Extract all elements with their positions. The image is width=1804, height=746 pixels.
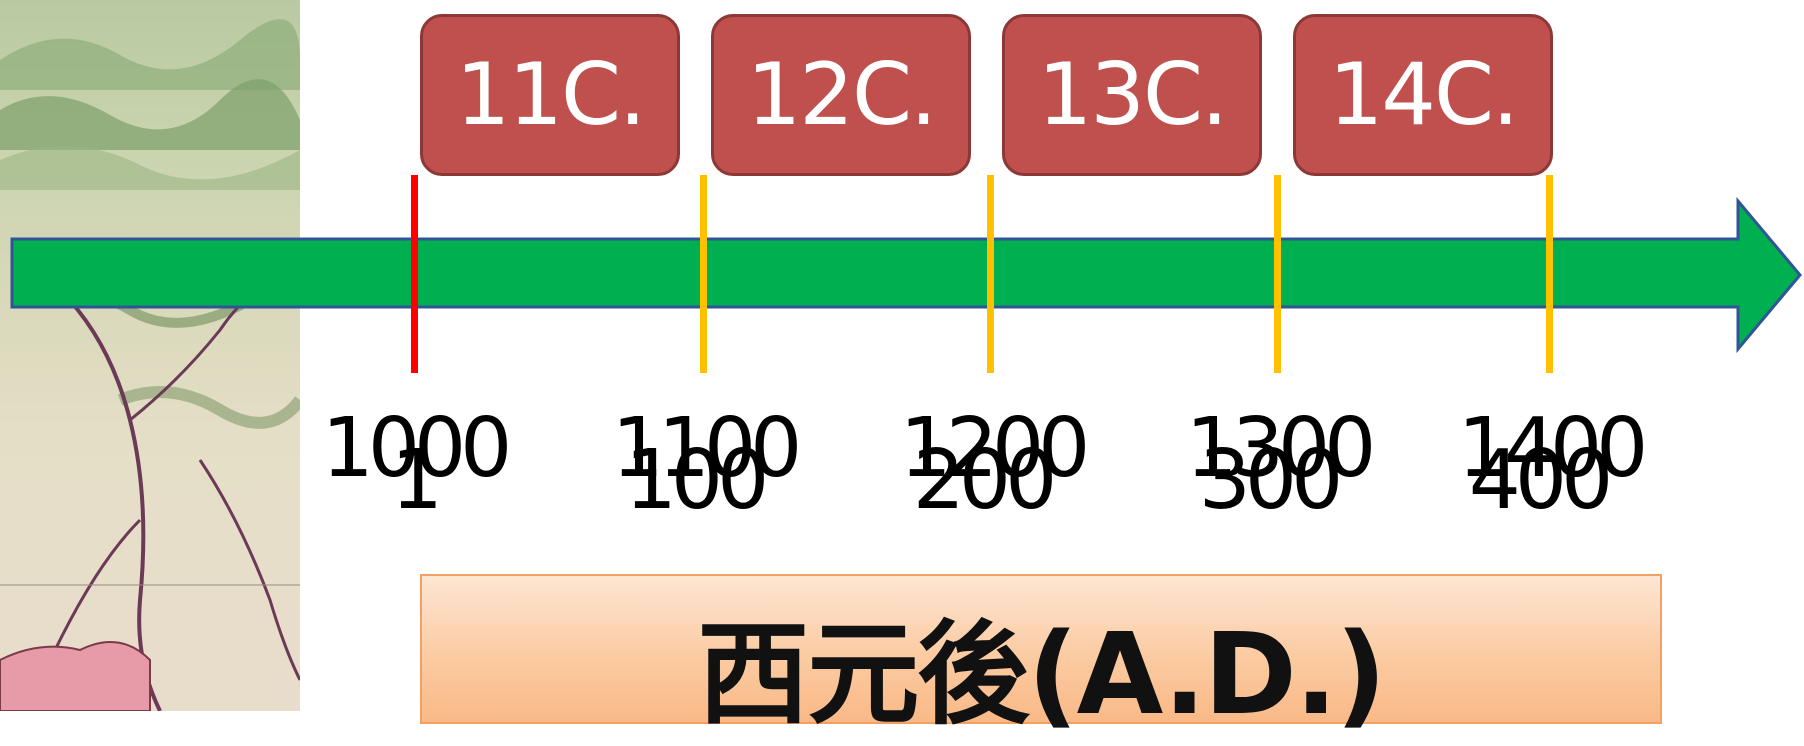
century-label: 12C.	[746, 45, 938, 145]
tick-1000	[411, 175, 418, 373]
century-box-14c: 14C.	[1293, 14, 1553, 176]
century-box-12c: 12C.	[711, 14, 971, 176]
century-label: 11C.	[455, 45, 647, 145]
tick-1400	[1546, 175, 1553, 373]
year-label-top: 1000	[321, 401, 513, 496]
year-label-bottom: 300	[1198, 433, 1344, 528]
historical-map-image	[0, 0, 300, 711]
year-label-bottom: 200	[912, 433, 1058, 528]
ad-banner-text: 西元後(A.D.)	[697, 610, 1386, 740]
century-box-11c: 11C.	[420, 14, 680, 176]
year-label-top: 1400	[1457, 401, 1649, 496]
year-label-bottom: 100	[624, 433, 770, 528]
century-box-13c: 13C.	[1002, 14, 1262, 176]
ad-banner: 西元後(A.D.)	[420, 574, 1662, 740]
tick-1100	[700, 175, 707, 373]
year-label-top: 1100	[611, 401, 803, 496]
tick-1300	[1274, 175, 1281, 373]
year-label-bottom: 400	[1468, 433, 1614, 528]
tick-1200	[987, 175, 994, 373]
year-label-top: 1200	[899, 401, 1091, 496]
century-label: 13C.	[1037, 45, 1229, 145]
timeline-arrow	[10, 196, 1802, 354]
year-label-bottom: 1	[390, 433, 443, 528]
year-label-top: 1300	[1185, 401, 1377, 496]
century-label: 14C.	[1328, 45, 1520, 145]
